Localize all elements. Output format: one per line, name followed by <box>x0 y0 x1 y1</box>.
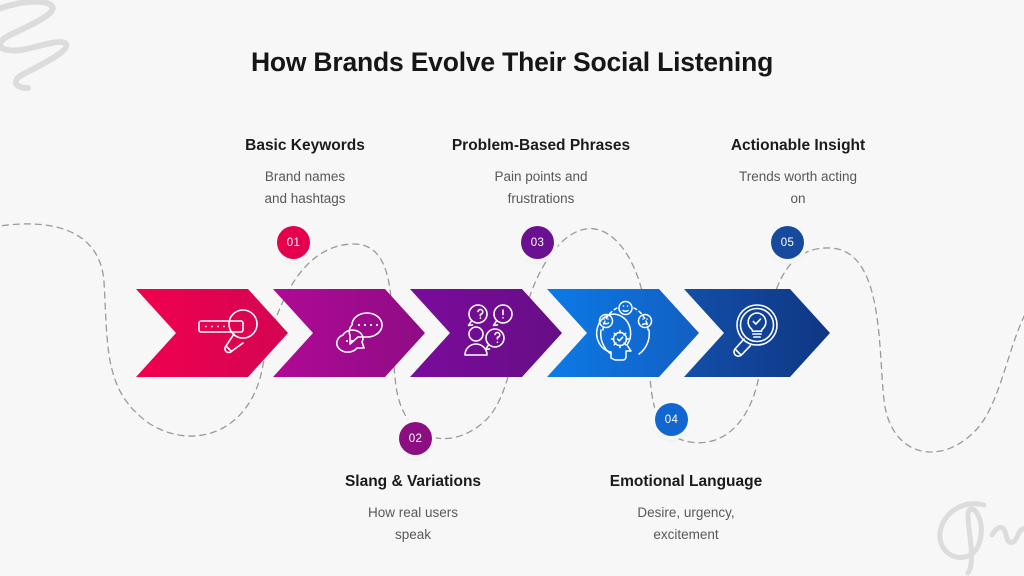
chevron-stage-5 <box>684 289 830 377</box>
step-badge-02[interactable]: 02 <box>399 422 432 455</box>
step-desc-04-line-1: Desire, urgency, <box>637 504 735 520</box>
step-badge-02-label: 02 <box>408 432 423 445</box>
chevron-stage-2 <box>273 289 425 377</box>
step-title-02: Slang & Variations <box>344 473 482 490</box>
chevron-stage-1 <box>136 289 288 377</box>
step-title-03: Problem-Based Phrases <box>451 137 631 154</box>
step-badge-05[interactable]: 05 <box>771 226 804 259</box>
step-badge-03[interactable]: 03 <box>521 226 554 259</box>
page-title: How Brands Evolve Their Social Listening <box>250 47 774 77</box>
step-desc-03: Pain points and frustrations <box>430 166 652 210</box>
step-desc-04-line-2: excitement <box>653 526 719 542</box>
step-text-block-04: Emotional Language Desire, urgency, exci… <box>575 473 797 546</box>
step-desc-01-line-1: Brand names <box>264 168 346 184</box>
step-title-04: Emotional Language <box>609 473 763 490</box>
step-desc-05-line-1: Trends worth acting <box>738 168 858 184</box>
step-desc-03-line-1: Pain points and <box>494 168 588 184</box>
step-desc-05: Trends worth acting on <box>687 166 909 210</box>
step-badge-04-label: 04 <box>664 413 679 426</box>
step-badge-03-label: 03 <box>530 236 545 249</box>
step-title-05: Actionable Insight <box>730 137 866 154</box>
step-text-block-02: Slang & Variations How real users speak <box>302 473 524 546</box>
step-desc-03-line-2: frustrations <box>507 190 575 206</box>
step-badge-01[interactable]: 01 <box>277 226 310 259</box>
step-desc-02-line-1: How real users <box>367 504 459 520</box>
step-desc-04: Desire, urgency, excitement <box>575 502 797 546</box>
step-text-block-01: Basic Keywords Brand names and hashtags <box>194 137 416 210</box>
step-badge-01-label: 01 <box>286 236 301 249</box>
step-badge-05-label: 05 <box>780 236 795 249</box>
chevron-stage-3 <box>410 289 562 377</box>
step-desc-05-line-2: on <box>790 190 806 206</box>
step-text-block-05: Actionable Insight Trends worth acting o… <box>687 137 909 210</box>
step-desc-01: Brand names and hashtags <box>194 166 416 210</box>
chevron-stage-4 <box>547 289 699 377</box>
step-desc-02: How real users speak <box>302 502 524 546</box>
step-desc-02-line-2: speak <box>394 526 432 542</box>
step-desc-01-line-2: and hashtags <box>264 190 346 206</box>
step-text-block-03: Problem-Based Phrases Pain points and fr… <box>430 137 652 210</box>
step-badge-04[interactable]: 04 <box>655 403 688 436</box>
step-title-01: Basic Keywords <box>245 137 365 154</box>
